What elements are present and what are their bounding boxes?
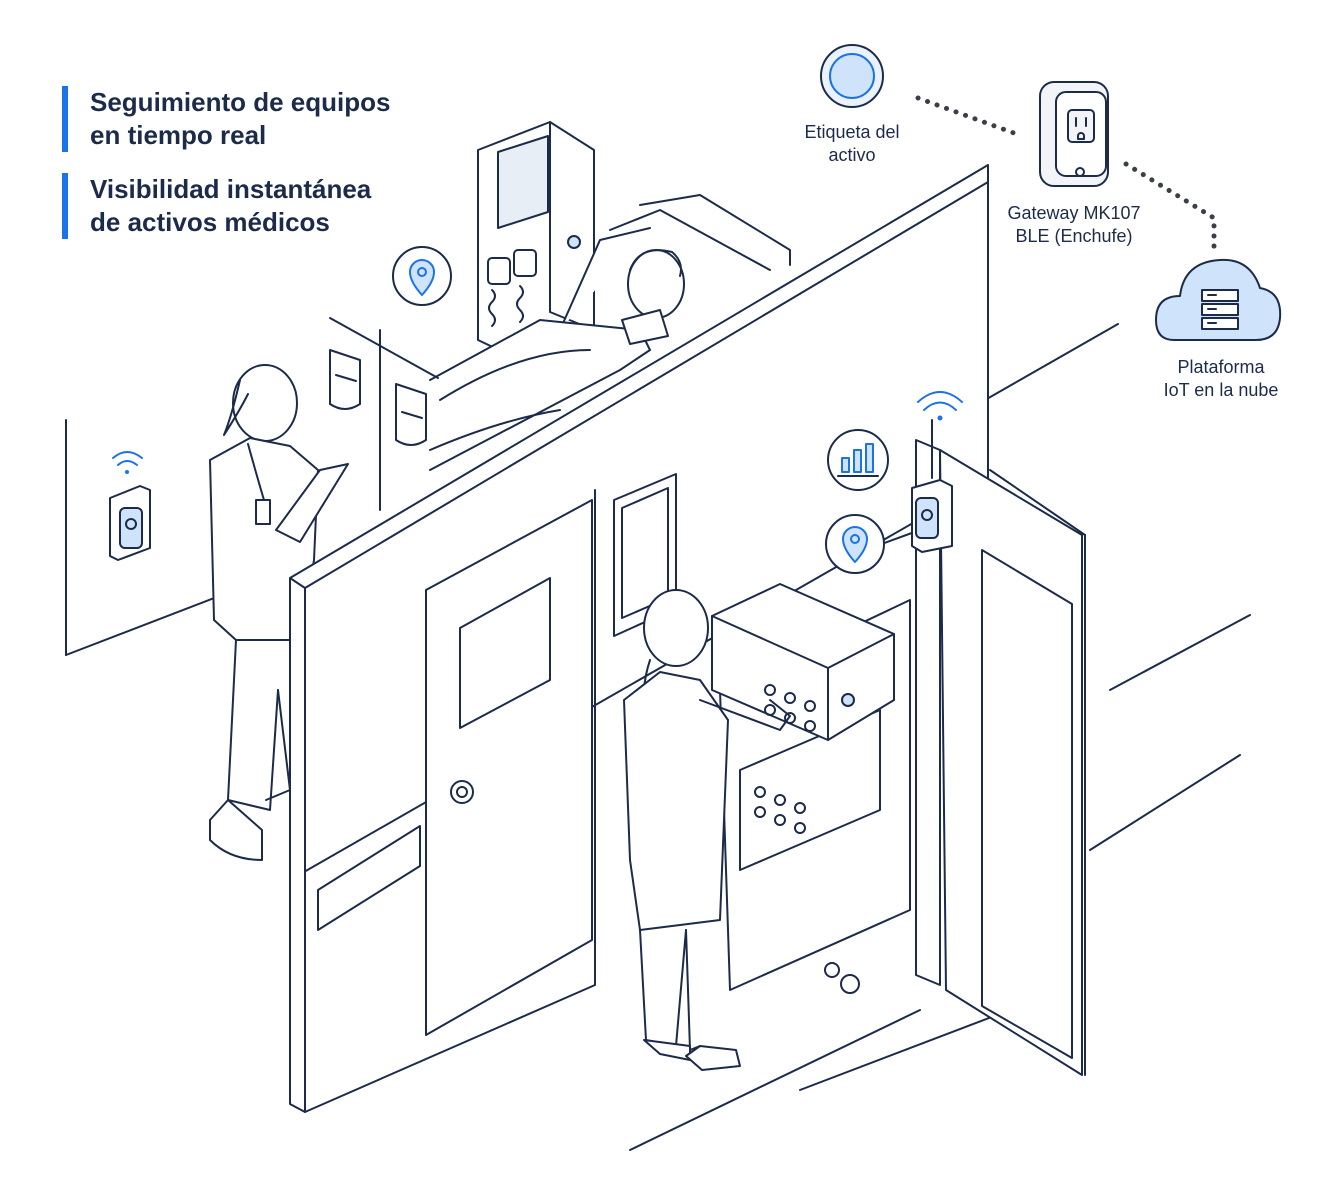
asset-tag-label-line2: activo [828, 145, 876, 165]
smart-plug-icon [1039, 81, 1109, 187]
nurse-with-tablet [209, 364, 349, 861]
hospital-bed [429, 194, 791, 471]
patient-monitor [477, 121, 595, 361]
location-pin-icon [392, 246, 452, 306]
connection-dots [915, 95, 1217, 251]
floor-lines [629, 614, 1251, 1151]
corridor-doorway [915, 419, 1083, 1076]
bar-chart-icon [827, 429, 889, 491]
cloud-platform-label: Plataforma IoT en la nube [1146, 356, 1296, 402]
gateway-label: Gateway MK107 BLE (Enchufe) [994, 202, 1154, 248]
iv-pole [329, 317, 439, 511]
gateway-label-line2: BLE (Enchufe) [1015, 226, 1133, 246]
location-pin-icon [825, 514, 885, 574]
asset-tag-icon [820, 44, 884, 108]
headline-visibility: Visibilidad instantánea de activos médic… [62, 173, 371, 239]
asset-tag-label-line1: Etiqueta del [804, 122, 900, 142]
gateway-label-line1: Gateway MK107 [1007, 203, 1141, 223]
asset-tag-label: Etiqueta del activo [780, 121, 924, 167]
headline-tracking: Seguimiento de equipos en tiempo real [62, 86, 390, 152]
headline-visibility-line2: de activos médicos [90, 207, 330, 237]
patient [621, 249, 685, 345]
asset-tag-on-frame [911, 391, 963, 553]
headline-visibility-line1: Visibilidad instantánea [90, 174, 372, 204]
clinician-at-cart [623, 589, 791, 1071]
cloud-platform-label-line1: Plataforma [1177, 357, 1265, 377]
cart-knobs [754, 684, 816, 834]
server-icon [1201, 289, 1239, 330]
equipment-cart [711, 529, 921, 994]
headline-tracking-line1: Seguimiento de equipos [90, 87, 391, 117]
headline-tracking-line2: en tiempo real [90, 120, 267, 150]
wall-gateway-left [109, 451, 151, 561]
cloud-platform-label-line2: IoT en la nube [1163, 380, 1279, 400]
room-door [317, 499, 593, 1036]
